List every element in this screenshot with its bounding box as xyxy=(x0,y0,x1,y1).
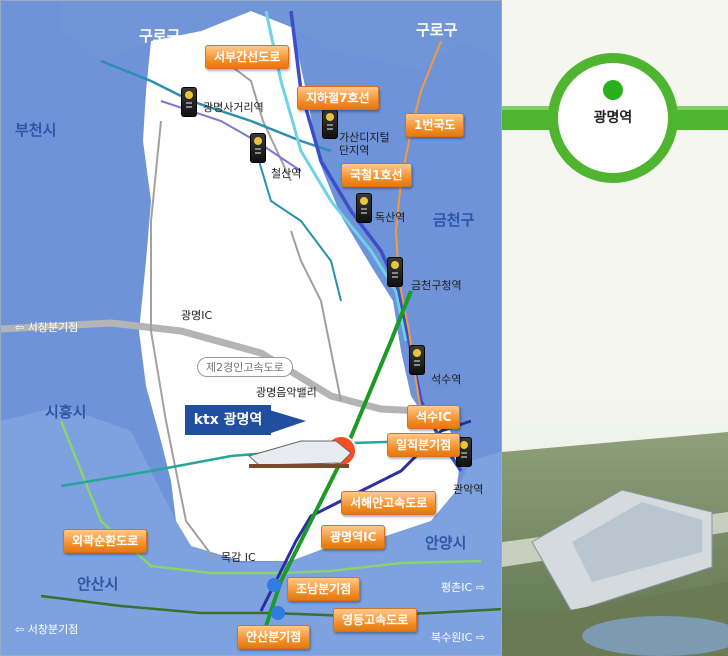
dir-buksuwon-label: 북수원IC xyxy=(431,631,473,644)
ktx-callout-tail xyxy=(266,409,306,433)
tag-ansan-jct: 안산분기점 xyxy=(237,625,311,649)
station-badge-label: 광명역 xyxy=(593,110,633,126)
station-gasan: 가산디지털 단지역 xyxy=(339,131,390,157)
tag-iljik-jct: 일직분기점 xyxy=(387,433,461,457)
region-ansan: 안산시 xyxy=(77,575,119,593)
road-seobu xyxy=(100,59,332,153)
station-doksan: 독산역 xyxy=(375,211,406,224)
tag-yeongdong: 영동고속도로 xyxy=(333,608,418,632)
tag-jonam-jct: 조남분기점 xyxy=(287,577,361,601)
tag-seobu-ganseon: 서부간선도로 xyxy=(205,45,290,69)
region-anyang: 안양시 xyxy=(425,534,467,552)
station-aerial-photo xyxy=(502,392,728,656)
tag-subway7: 지하철7호선 xyxy=(297,86,379,110)
badge-dot xyxy=(603,80,623,100)
station-gwanak: 관악역 xyxy=(453,483,484,496)
station-icon xyxy=(387,257,403,287)
region-guro-right: 구로구 xyxy=(416,21,458,39)
dir-seochang-lower-label: 서창분기점 xyxy=(27,623,79,636)
ktx-callout: ktx 광명역 xyxy=(185,405,271,435)
region-guro-left: 구로구 xyxy=(139,27,181,45)
dir-seochang-upper: ⇦ 서창분기점 xyxy=(15,321,79,334)
station-badge-area xyxy=(502,0,728,392)
tag-oegwak: 외곽순환도로 xyxy=(63,529,148,553)
dir-seochang-upper-label: 서창분기점 xyxy=(27,321,79,334)
station-icon xyxy=(409,345,425,375)
land-guro xyxy=(61,1,501,71)
station-icon xyxy=(181,87,197,117)
dir-pyeongchon-label: 평촌IC xyxy=(441,581,473,594)
road-oegwak xyxy=(59,420,482,575)
label-mokgam-ic: 목감 IC xyxy=(221,551,256,564)
station-icon xyxy=(322,109,338,139)
label-2nd-gyeongin: 제2경인고속도로 xyxy=(197,357,293,377)
route-map: 구로구 구로구 부천시 금천구 시흥시 안양시 안산시 광명사거리역 가산디지털… xyxy=(0,0,502,656)
region-bucheon: 부천시 xyxy=(15,121,57,139)
road-cheolsan xyxy=(255,150,342,302)
tag-route1: 1번국도 xyxy=(405,113,465,137)
tag-line1: 국철1호선 xyxy=(341,163,412,187)
station-icon xyxy=(250,133,266,163)
dir-buksuwon: 북수원IC ⇨ xyxy=(431,631,486,644)
station-gwangmyeong-sageori: 광명사거리역 xyxy=(203,101,264,114)
dir-seochang-lower: ⇦ 서창분기점 xyxy=(15,623,79,636)
station-icon xyxy=(356,193,372,223)
jonam-marker xyxy=(267,578,281,592)
station-cheolsan: 철산역 xyxy=(271,167,302,180)
label-gwangmyeong-ic: 광명IC xyxy=(181,309,213,322)
tag-gwangmyeong-ic: 광명역IC xyxy=(321,525,386,549)
tag-seoksu-ic: 석수IC xyxy=(407,405,461,429)
line-subway7 xyxy=(264,10,408,342)
dir-pyeongchon: 평촌IC ⇨ xyxy=(441,581,485,594)
station-geumcheon-gucheong: 금천구청역 xyxy=(411,279,462,292)
label-music-valley: 광명음악밸리 xyxy=(256,386,317,399)
road-gray-2 xyxy=(290,230,342,402)
station-badge-graphic xyxy=(502,53,728,183)
ansan-marker xyxy=(271,606,285,620)
region-siheung: 시흥시 xyxy=(45,403,87,421)
road-gray-1 xyxy=(150,120,217,562)
tag-seohaean: 서해안고속도로 xyxy=(341,491,437,515)
side-panel xyxy=(502,0,728,656)
station-seoksu: 석수역 xyxy=(431,373,462,386)
badge-ring xyxy=(548,53,678,183)
road-2nd-gyeongin xyxy=(1,319,422,415)
region-geumcheon: 금천구 xyxy=(433,211,475,229)
land-southwest xyxy=(1,406,501,655)
